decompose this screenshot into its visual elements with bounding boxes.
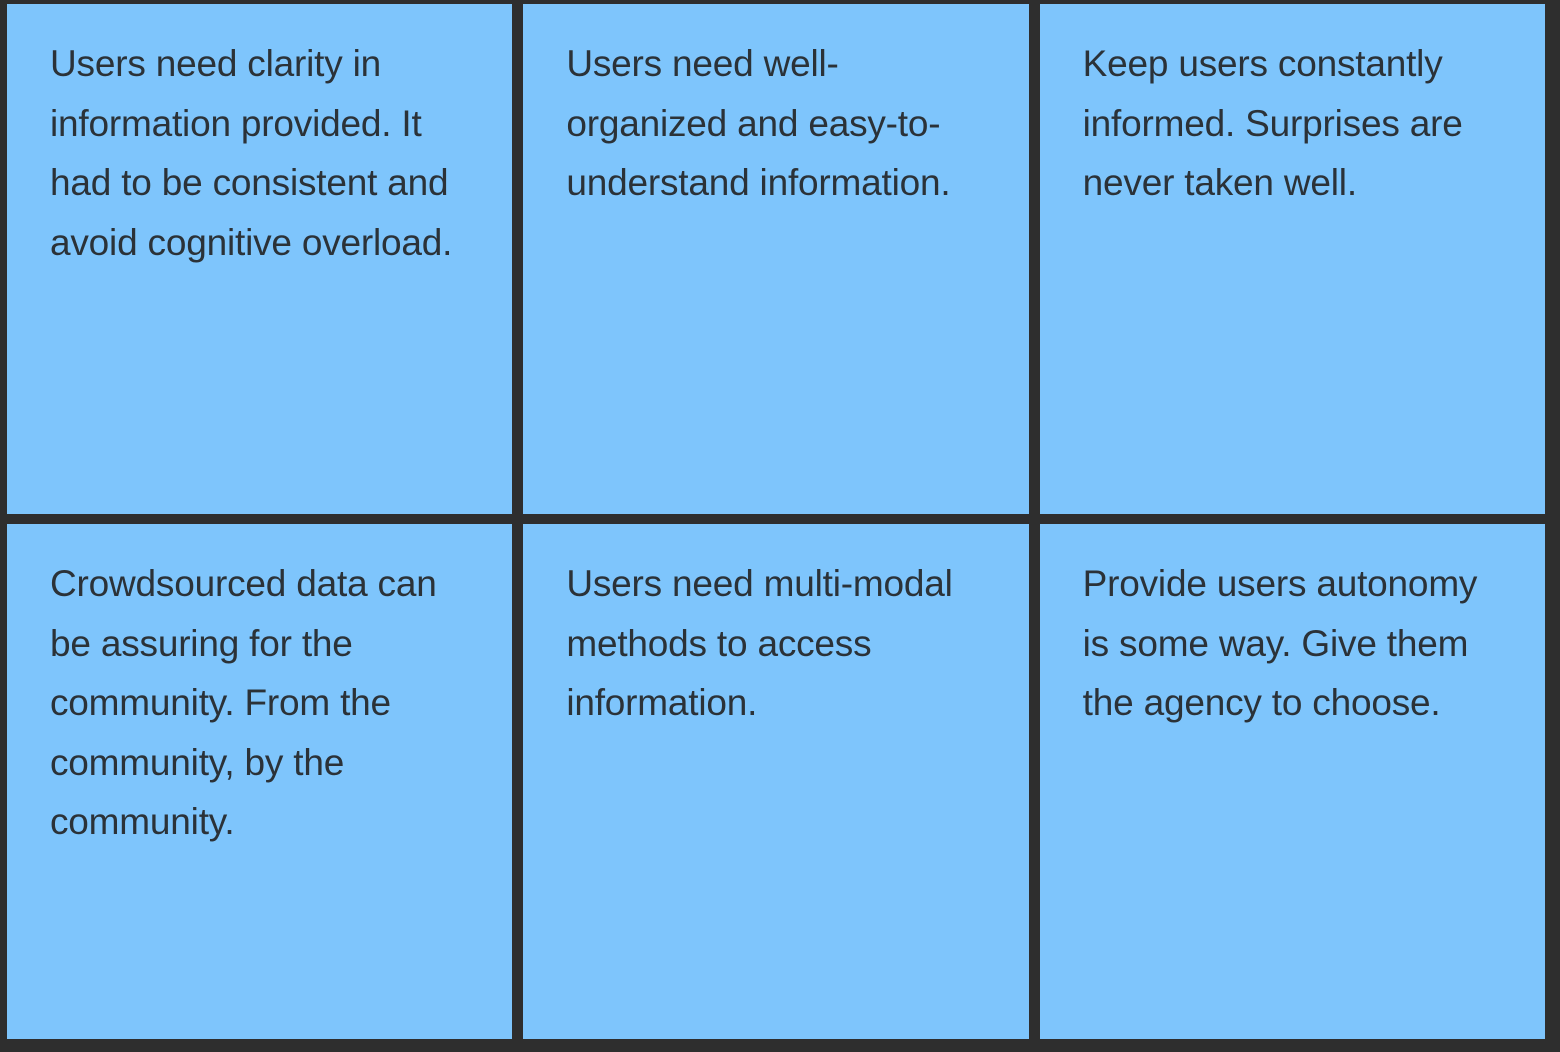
sticky-note-text: Users need multi-modal methods to access… bbox=[566, 563, 963, 723]
sticky-note-text: Provide users autonomy is some way. Give… bbox=[1082, 563, 1488, 723]
sticky-note-card[interactable]: Provide users autonomy is some way. Give… bbox=[1039, 524, 1545, 1039]
sticky-note-card[interactable]: Users need clarity in information provid… bbox=[7, 4, 513, 514]
sticky-note-text: Users need well-organized and easy-to-un… bbox=[566, 43, 951, 203]
sticky-note-text: Crowdsourced data can be assuring for th… bbox=[50, 563, 447, 842]
sticky-note-card[interactable]: Users need multi-modal methods to access… bbox=[523, 524, 1029, 1039]
sticky-note-card[interactable]: Users need well-organized and easy-to-un… bbox=[523, 4, 1029, 514]
sticky-note-card[interactable]: Keep users constantly informed. Surprise… bbox=[1039, 4, 1545, 514]
sticky-note-text: Keep users constantly informed. Surprise… bbox=[1082, 43, 1473, 203]
sticky-note-card[interactable]: Crowdsourced data can be assuring for th… bbox=[7, 524, 513, 1039]
sticky-note-text: Users need clarity in information provid… bbox=[50, 43, 459, 263]
